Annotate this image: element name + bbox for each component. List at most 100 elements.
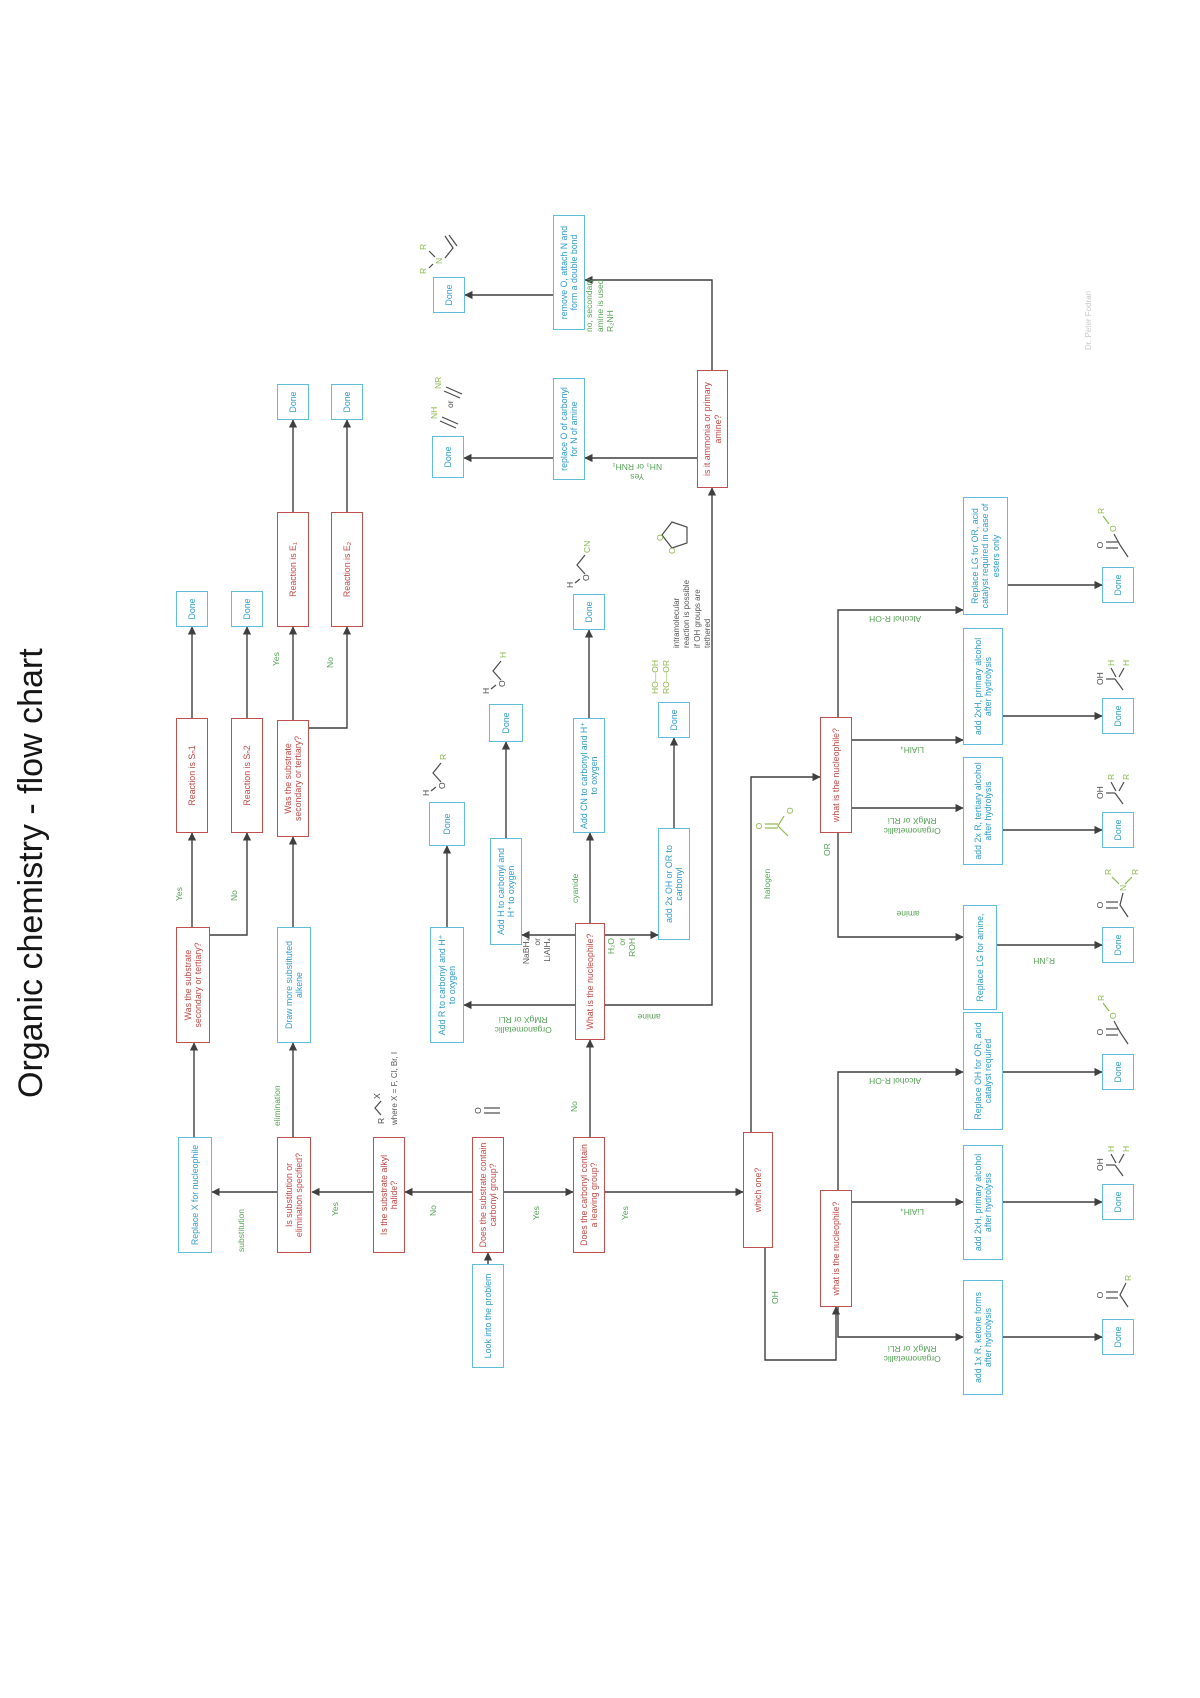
structure-primary-alcohol-upper-icon: OH H H (1095, 660, 1131, 691)
node-done-add-2xh-upper: Done (1102, 698, 1134, 734)
svg-text:R: R (418, 244, 428, 250)
svg-text:H: H (498, 652, 508, 658)
node-add-cn-to-carbonyl: Add CN to carbonyl and H⁺ to oxygen (573, 718, 605, 833)
svg-text:R: R (1096, 508, 1106, 514)
structure-enamine-icon: R N R (418, 234, 458, 274)
node-replace-lg-for-amine: Replace LG for amine, (963, 905, 997, 1010)
svg-text:N: N (434, 258, 444, 264)
node-done-add-2xh-lower: Done (1102, 1184, 1134, 1220)
edge-label-nabh4-lialh4: NaBH₄ or LiAlH₄ (521, 938, 553, 965)
svg-text:H: H (1121, 660, 1131, 666)
edge-label-lialh4-lower: LiAlH₄ (900, 1207, 924, 1218)
node-replace-x-for-nucleophile: Replace X for nucleophile (178, 1137, 212, 1253)
svg-text:O: O (1095, 901, 1105, 908)
node-add-2xh-upper: add 2xH, primary alcohol after hydrolysi… (963, 628, 1003, 745)
edge-label-cyanide: cyanide (570, 873, 580, 903)
node-contains-carbonyl-question: Does the substrate contain carbonyl grou… (472, 1137, 504, 1253)
node-done-add-h: Done (489, 704, 523, 742)
node-substitution-or-elimination-question: Is substitution or elimination specified… (277, 1137, 311, 1253)
svg-text:R: R (376, 1118, 386, 1124)
node-add-1xr-ketone: add 1x R, ketone forms after hydrolysis (963, 1280, 1003, 1395)
node-remove-o-attach-n: remove O, attach N and form a double bon… (553, 215, 585, 330)
edge-label-alcohol-upper: Alcohol R-OH (869, 614, 922, 625)
edge-label-h2o-roh: H₂O or ROH (606, 938, 638, 957)
node-replace-lg-for-or: Replace LG for OR, acid catalyst require… (963, 497, 1008, 615)
svg-text:N: N (1118, 885, 1128, 891)
edge-label-substitution: substitution (236, 1209, 246, 1252)
structure-alcohol-add-h-icon: H O H (481, 652, 508, 694)
node-done-add-cn: Done (573, 594, 605, 630)
structure-alcohol-add-r-icon: H O R (421, 754, 448, 796)
node-done-add-1xr: Done (1102, 1319, 1134, 1355)
node-draw-more-substituted-alkene: Draw more substituted alkene (277, 927, 311, 1043)
structure-alkyl-halide-icon: R X (372, 1093, 386, 1124)
node-add-2x-oh-or-or: add 2x OH or OR to carbonyl (658, 828, 690, 940)
svg-text:H: H (565, 582, 575, 588)
edge-label-yes-leaving: Yes (531, 1206, 541, 1220)
node-add-2xr-tertiary: add 2x R, tertiary alcohol after hydroly… (963, 757, 1003, 865)
edge-label-no-nucleophile: No (569, 1101, 579, 1112)
structure-cyanohydrin-icon: H O CN (565, 541, 592, 588)
svg-text:CN: CN (582, 541, 592, 553)
node-reaction-e1: Reaction is E₁ (277, 512, 309, 627)
structure-carbonyl-icon: O (473, 1107, 500, 1114)
structure-acyl-leaving-group-icon: O O (754, 807, 795, 837)
node-done-add-2x-oh: Done (658, 702, 690, 738)
svg-text:R: R (1130, 869, 1140, 875)
svg-text:O: O (581, 574, 591, 581)
node-add-2xh-lower: add 2xH, primary alcohol after hydrolysi… (963, 1145, 1003, 1260)
svg-text:R: R (418, 268, 428, 274)
node-which-one-question: which one? (743, 1132, 773, 1248)
node-add-r-to-carbonyl: Add R to carbonyl and H⁺ to oxygen (430, 927, 464, 1043)
structure-amide-product-icon: O N R R (1095, 869, 1140, 918)
svg-text:O: O (1095, 1028, 1105, 1035)
node-done-replace-oh-or: Done (1102, 1054, 1134, 1090)
node-replace-oh-for-or: Replace OH for OR, acid catalyst require… (963, 1012, 1003, 1130)
edge-label-no-carbonyl: No (428, 1205, 438, 1216)
svg-text:NH: NH (429, 407, 439, 419)
svg-text:O: O (473, 1107, 483, 1114)
structure-ester-product-lower-icon: O O R (1095, 995, 1129, 1045)
node-alkyl-halide-question: Is the substrate alkyl halide? (373, 1137, 405, 1253)
edge-label-no-secondary-amine: no, secondary amine is used R₂NH (584, 278, 616, 332)
structure-ester-product-upper-icon: O O R (1095, 508, 1129, 558)
node-done-replace-o: Done (432, 436, 464, 478)
node-leaving-group-question: Does the carbonyl contain a leaving grou… (573, 1137, 605, 1253)
node-add-h-to-carbonyl: Add H to carbonyl and H⁺ to oxygen (490, 838, 522, 945)
svg-text:O: O (754, 822, 764, 829)
edge-label-yes-sn1: Yes (174, 887, 184, 901)
node-done-add-r: Done (429, 802, 465, 846)
node-done-e2: Done (331, 384, 363, 420)
node-done-add-2xr: Done (1102, 812, 1134, 848)
node-done-remove-o: Done (433, 277, 465, 313)
structure-diol-acetal-text: HO—OH RO—OR (650, 660, 671, 694)
edge-label-or: OR (822, 843, 832, 856)
svg-text:H: H (1106, 1146, 1116, 1152)
edge-label-yes-which-one: Yes (620, 1206, 630, 1220)
svg-text:O: O (667, 547, 677, 554)
edge-label-organometallic-lower: Organometallic RMgX or RLi (883, 1344, 941, 1365)
node-reaction-e2: Reaction is E₂ (331, 512, 363, 627)
edge-label-organometallic-upper: Organometallic RMgX or RLi (883, 816, 941, 837)
svg-text:O: O (1108, 525, 1118, 532)
svg-text:R: R (438, 754, 448, 760)
node-done-replace-lg-amine: Done (1102, 927, 1134, 963)
edge-label-alcohol-lower: Alcohol R-OH (869, 1076, 922, 1087)
svg-text:O: O (1108, 1012, 1118, 1019)
svg-text:O: O (437, 782, 447, 789)
svg-text:O: O (1095, 541, 1105, 548)
edge-label-organometallic-mid: Organometallic RMgX or RLi (494, 1015, 552, 1036)
note-halide-definition: where X = F, Cl, Br, I (390, 1051, 399, 1125)
structure-cyclic-acetal-ring-icon: O O (655, 521, 688, 554)
structure-imine-nh-nr-icon: NH or NR (429, 377, 463, 429)
structure-primary-alcohol-lower-icon: OH H H (1095, 1146, 1131, 1177)
node-what-nucleophile-mid: What is the nucleophile? (575, 923, 605, 1040)
svg-text:R: R (1121, 774, 1131, 780)
svg-text:O: O (655, 534, 665, 541)
svg-text:H: H (1106, 660, 1116, 666)
svg-text:O: O (1095, 1291, 1105, 1298)
svg-text:OH: OH (1095, 1158, 1105, 1171)
node-what-nucleophile-lower: what is the nucleophile? (820, 1190, 852, 1307)
